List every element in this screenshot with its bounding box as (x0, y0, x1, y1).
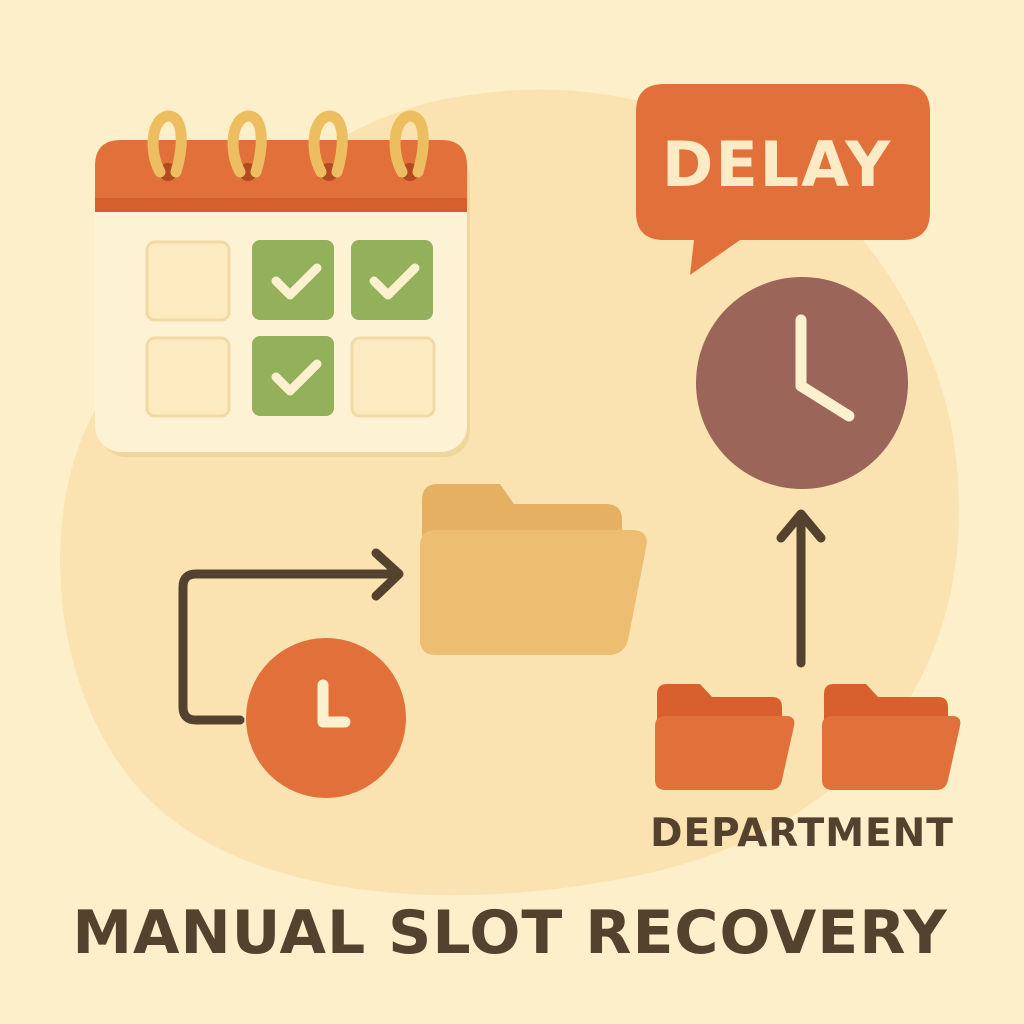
calendar-icon (95, 110, 470, 457)
calendar-cell-checked (351, 240, 433, 320)
checkmark-icon (271, 263, 322, 300)
calendar-cell-checked (252, 336, 334, 416)
up-arrow-icon (776, 509, 826, 668)
department-label: DEPARTMENT (650, 811, 954, 856)
calendar-cell-checked (252, 240, 334, 320)
right-arrow-icon (178, 548, 404, 725)
calendar-cell (145, 240, 231, 322)
clock-icon (696, 277, 908, 489)
clock-icon (246, 638, 406, 798)
department-folder-icon (822, 684, 961, 790)
checkmark-icon (271, 359, 322, 396)
folder-icon (420, 484, 647, 655)
department-folder-icon (655, 684, 795, 790)
delay-speech-bubble: DELAY (636, 84, 930, 275)
calendar-cell (350, 336, 436, 418)
calendar-cell (145, 336, 231, 418)
diagram-title: MANUAL SLOT RECOVERY (72, 898, 948, 968)
delay-text: DELAY (662, 128, 892, 201)
checkmark-icon (369, 263, 420, 300)
